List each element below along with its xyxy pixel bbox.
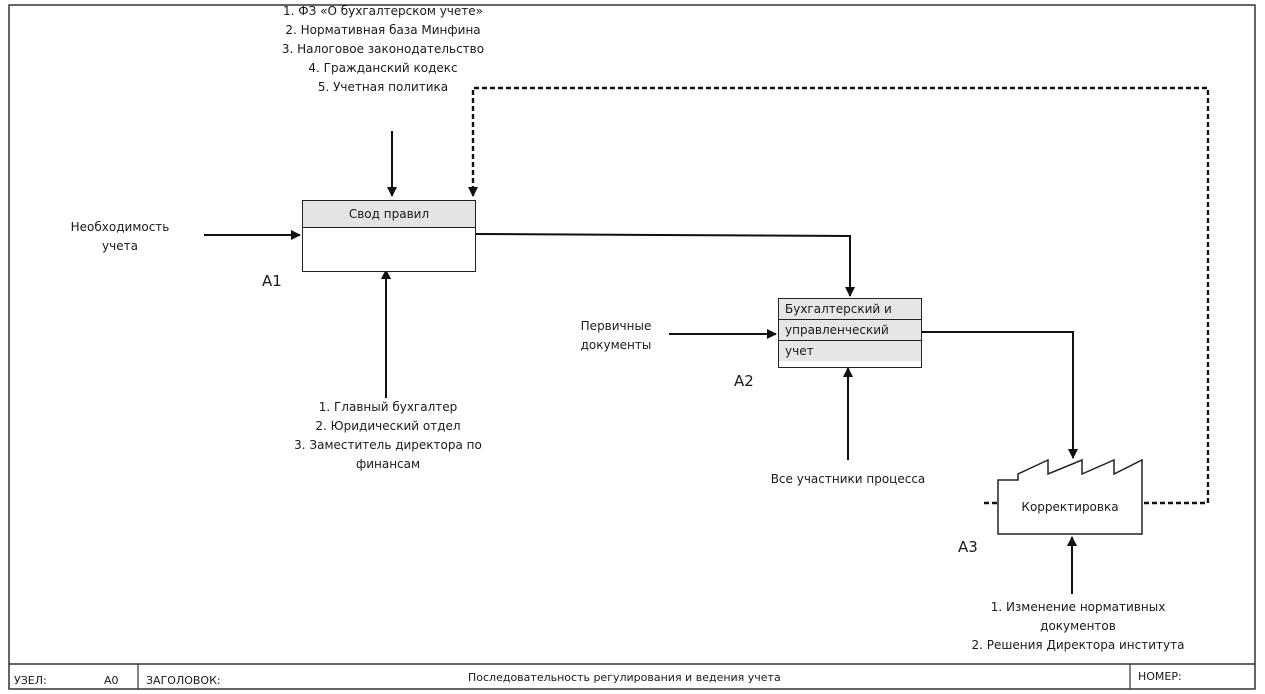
- a3-node-label: А3: [958, 538, 978, 556]
- footer-number-label: НОМЕР:: [1138, 670, 1182, 683]
- control-a1-3: 3. Налоговое законодательство: [281, 42, 485, 56]
- a2-node-label: А2: [734, 372, 754, 390]
- control-a1-1: 1. ФЗ «О бухгалтерском учете»: [283, 4, 483, 18]
- input-a1-label: Необходимость учета: [70, 220, 170, 253]
- diagram-canvas: [8, 4, 1256, 690]
- a3-title: Корректировка: [1021, 500, 1119, 514]
- control-a1-5: 5. Учетная политика: [317, 80, 449, 94]
- output-arrow-a2-a3: [921, 331, 1078, 459]
- control-a1-2: 2. Нормативная база Минфина: [285, 23, 481, 37]
- a2-box[interactable]: Бухгалтерский и управленческий учет: [778, 298, 922, 368]
- footer-node-label: УЗЕЛ:: [14, 674, 47, 687]
- control-a1-4: 4. Гражданский кодекс: [308, 61, 458, 75]
- footer-node-value: А0: [104, 674, 119, 687]
- mechanisms-a3: 1. Изменение нормативных документов 2. Р…: [971, 600, 1185, 652]
- footer-title-value: Последовательность регулирования и веден…: [468, 671, 781, 684]
- a2-row-3: учет: [779, 341, 921, 361]
- feedback-arrow-a3-a1: [468, 86, 1210, 505]
- a2-row-2: управленческий: [779, 320, 921, 341]
- a2-row-1: Бухгалтерский и: [779, 299, 921, 320]
- a1-title: Свод правил: [303, 201, 475, 228]
- output-arrow-a1-a2: [473, 233, 855, 297]
- input-a2-label: Первичные документы: [580, 319, 652, 352]
- a3-box: [997, 458, 1143, 535]
- a1-box[interactable]: Свод правил: [302, 200, 476, 272]
- mechanism-a2: Все участники процесса: [770, 472, 926, 486]
- footer-title-label: ЗАГОЛОВОК:: [146, 674, 221, 687]
- controls-a1: 1. ФЗ «О бухгалтерском учете» 2. Нормати…: [266, 2, 500, 97]
- mechanisms-a1: 1. Главный бухгалтер 2. Юридический отде…: [294, 400, 482, 471]
- diagram-frame: [8, 4, 1256, 690]
- a1-node-label: А1: [262, 272, 282, 290]
